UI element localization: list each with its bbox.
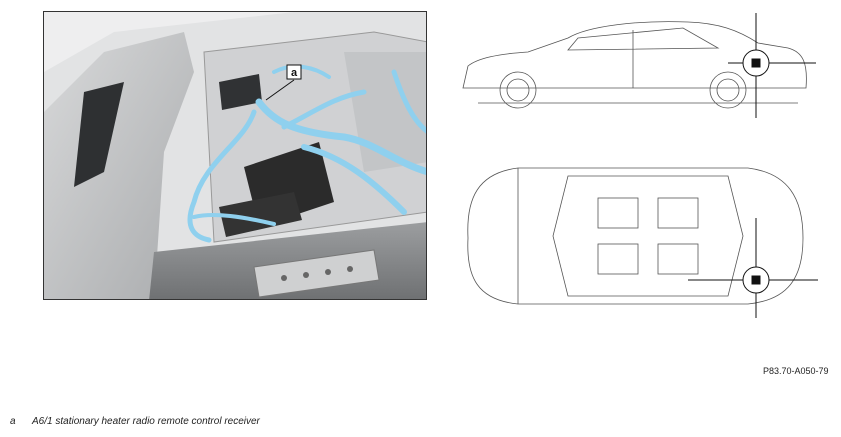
bolt <box>325 269 331 275</box>
rear-light-housing <box>74 82 124 187</box>
legend-text: A6/1 stationary heater radio remote cont… <box>32 416 260 427</box>
bolt <box>281 275 287 281</box>
control-unit-small <box>219 192 302 237</box>
callout-leader-line <box>265 79 295 101</box>
highlighted-cable-harness <box>187 64 426 243</box>
vehicle-side-view <box>462 21 807 109</box>
figure-code: P83.70-A050-79 <box>763 366 829 376</box>
legend-key: a <box>10 416 16 427</box>
location-marker-side <box>728 13 816 118</box>
receiver-module <box>219 74 262 110</box>
callout-box <box>286 64 302 80</box>
bolt <box>303 272 309 278</box>
location-marker-top <box>688 218 818 318</box>
vehicle-drawings <box>462 13 818 318</box>
legend-item: a A6/1 stationary heater radio remote co… <box>10 416 260 427</box>
trunk-side-panel <box>44 32 194 299</box>
callout-label: a <box>291 67 298 79</box>
installation-illustration: a <box>43 11 427 300</box>
floor-bracket <box>253 249 380 298</box>
vehicle-top-view <box>467 167 804 305</box>
trunk-interior-drawing: a <box>44 12 426 299</box>
vehicle-location-views <box>458 8 828 318</box>
bolt <box>347 266 353 272</box>
